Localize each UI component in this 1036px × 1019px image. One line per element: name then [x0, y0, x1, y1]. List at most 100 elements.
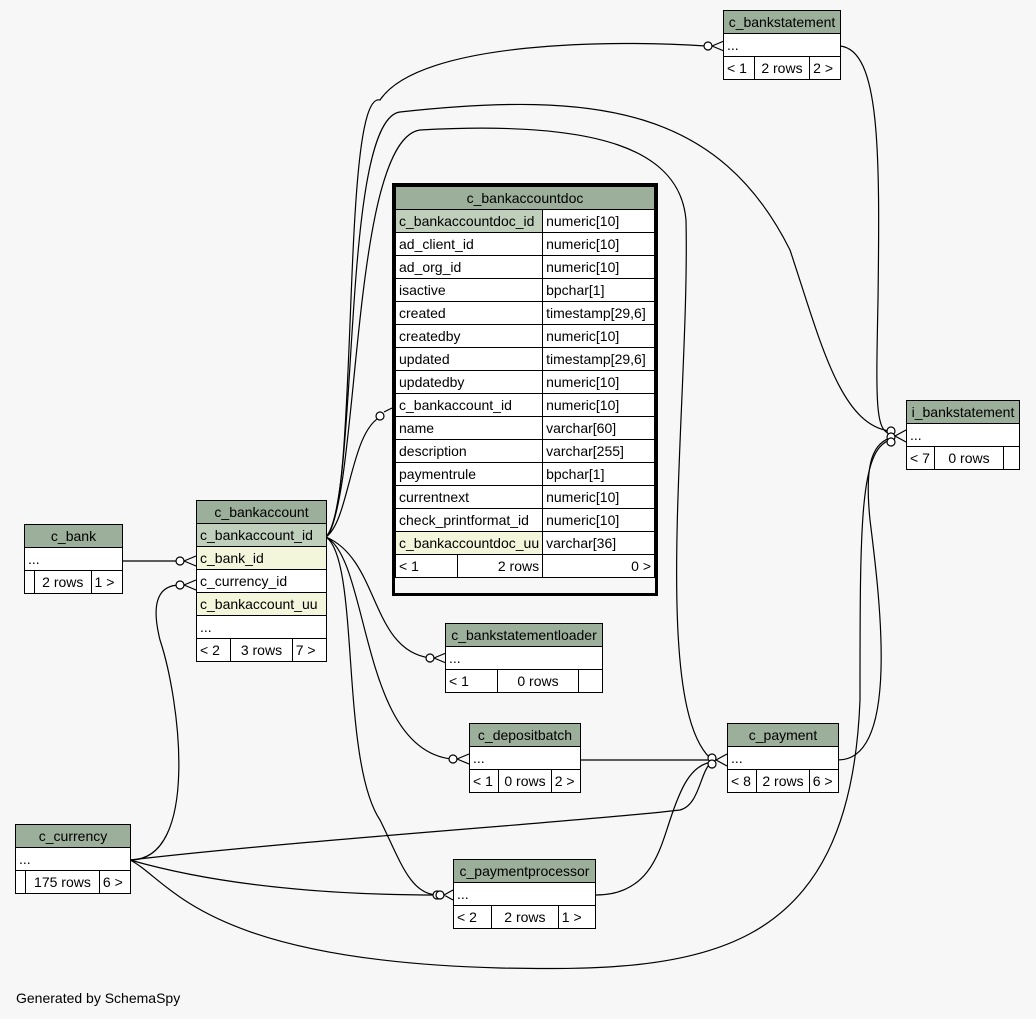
table-title[interactable]: c_bankstatement	[723, 10, 841, 34]
column-row: ...	[906, 423, 1020, 447]
column-type: numeric[10]	[542, 508, 655, 532]
edge-currency-payment	[129, 761, 713, 861]
parents-link[interactable]: < 2	[195, 638, 232, 662]
table-c-bankstatement[interactable]: c_bankstatement ... < 1 2 rows 2 >	[723, 10, 841, 80]
table-c-bankaccount[interactable]: c_bankaccount c_bankaccount_id c_bank_id…	[195, 500, 328, 662]
parents-link[interactable]: < 1	[445, 669, 498, 693]
column-type: bpchar[1]	[542, 278, 655, 302]
children-link[interactable]: 2 >	[550, 769, 582, 793]
parents-link[interactable]: < 8	[726, 769, 758, 793]
column-row: ...	[445, 646, 603, 670]
column-type: timestamp[29,6]	[542, 347, 655, 371]
children-link[interactable]: 7 >	[291, 638, 328, 662]
column-type: numeric[10]	[542, 255, 655, 279]
children-link[interactable]	[1003, 446, 1020, 470]
parents-link[interactable]: < 1	[468, 769, 500, 793]
row-count: 0 rows	[934, 446, 1004, 470]
column-name: updatedby	[394, 370, 544, 394]
column-name: isactive	[394, 278, 544, 302]
column-unique: c_bankaccount_uu	[196, 592, 327, 616]
children-link[interactable]: 0 >	[542, 554, 655, 578]
column-unique: c_bankaccountdoc_uu	[394, 531, 544, 555]
column-name: created	[394, 301, 544, 325]
edge-bankaccount-paymentprocessor	[325, 536, 439, 896]
column-row: ...	[469, 746, 581, 770]
column-name: check_printformat_id	[394, 508, 544, 532]
column-type: varchar[60]	[542, 416, 655, 440]
table-title[interactable]: i_bankstatement	[906, 400, 1020, 424]
row-count: 2 rows	[456, 554, 544, 578]
column-name: ad_org_id	[394, 255, 544, 279]
table-title[interactable]: c_currency	[15, 824, 131, 848]
column-type: varchar[255]	[542, 439, 655, 463]
row-count: 2 rows	[753, 56, 811, 80]
edge-bankaccount-bankaccountdoc	[325, 415, 383, 538]
row-count: 3 rows	[230, 638, 293, 662]
children-link[interactable]	[578, 669, 603, 693]
table-c-depositbatch[interactable]: c_depositbatch ... < 1 0 rows 2 >	[468, 723, 582, 793]
table-c-paymentprocessor[interactable]: c_paymentprocessor ... < 2 2 rows 1 >	[453, 859, 597, 929]
column-type: numeric[10]	[542, 370, 655, 394]
children-link[interactable]: 6 >	[98, 870, 132, 894]
table-i-bankstatement[interactable]: i_bankstatement ... < 7 0 rows	[906, 400, 1020, 470]
table-c-payment[interactable]: c_payment ... < 8 2 rows 6 >	[726, 723, 840, 793]
column-type: timestamp[29,6]	[542, 301, 655, 325]
column-row: ...	[453, 882, 596, 906]
children-link[interactable]: 1 >	[557, 905, 597, 929]
row-count: 175 rows	[25, 870, 100, 894]
column-name: currentnext	[394, 485, 544, 509]
edge-paymentprocessor-payment	[595, 761, 713, 896]
crowfoot-marker	[175, 556, 185, 566]
table-title[interactable]: c_bank	[24, 524, 123, 548]
children-link[interactable]: 1 >	[90, 570, 124, 594]
row-count: 2 rows	[756, 769, 810, 793]
edge-payment-ibankstatement	[837, 437, 891, 761]
column-name: ad_client_id	[394, 232, 544, 256]
table-title[interactable]: c_bankaccountdoc	[395, 186, 655, 210]
table-title[interactable]: c_bankstatementloader	[445, 623, 603, 647]
column-foreign-key: c_bank_id	[196, 546, 327, 570]
column: c_currency_id	[196, 569, 327, 593]
parents-link[interactable]	[24, 570, 35, 594]
edge-bankaccount-bankstatementloader	[325, 536, 431, 659]
children-link[interactable]: 6 >	[808, 769, 840, 793]
column-primary-key: c_bankaccountdoc_id	[394, 209, 544, 233]
crowfoot-marker	[886, 437, 896, 447]
edge-bankstatement-ibankstatement	[839, 45, 891, 435]
column-name: paymentrule	[394, 462, 544, 486]
column-type: numeric[10]	[542, 232, 655, 256]
parents-link[interactable]: < 1	[395, 554, 458, 578]
row-count: 2 rows	[34, 570, 92, 594]
parents-link[interactable]: < 2	[453, 905, 492, 929]
column-name: c_bankaccount_id	[394, 393, 544, 417]
column-type: numeric[10]	[542, 209, 655, 233]
table-title[interactable]: c_payment	[727, 723, 839, 747]
crowfoot-marker	[435, 890, 445, 900]
table-c-currency[interactable]: c_currency ... 175 rows 6 >	[15, 824, 132, 894]
edge-currency-ibankstatement	[129, 439, 891, 970]
column-type: numeric[10]	[542, 485, 655, 509]
table-title[interactable]: c_bankaccount	[196, 500, 327, 524]
edge-currency-paymentprocessor	[129, 859, 439, 896]
column-name: name	[394, 416, 544, 440]
parents-link[interactable]: < 7	[906, 446, 935, 470]
table-title[interactable]: c_paymentprocessor	[453, 859, 596, 883]
parents-link[interactable]: < 1	[723, 56, 755, 80]
edge-bankaccount-payment	[325, 127, 711, 759]
children-link[interactable]: 2 >	[809, 56, 841, 80]
table-c-bank[interactable]: c_bank ... 2 rows 1 >	[24, 524, 124, 594]
column-primary-key: c_bankaccount_id	[196, 523, 327, 547]
crowfoot-marker	[425, 653, 435, 663]
table-title[interactable]: c_depositbatch	[469, 723, 581, 747]
edge-bankaccount-ibankstatement	[325, 103, 891, 538]
row-count: 0 rows	[497, 669, 579, 693]
row-count: 0 rows	[498, 769, 552, 793]
column-more: ...	[196, 615, 327, 639]
column-name: createdby	[394, 324, 544, 348]
table-c-bankstatementloader[interactable]: c_bankstatementloader ... < 1 0 rows	[445, 623, 603, 693]
column-type: bpchar[1]	[542, 462, 655, 486]
parents-link[interactable]	[15, 870, 26, 894]
crowfoot-marker	[175, 580, 185, 590]
